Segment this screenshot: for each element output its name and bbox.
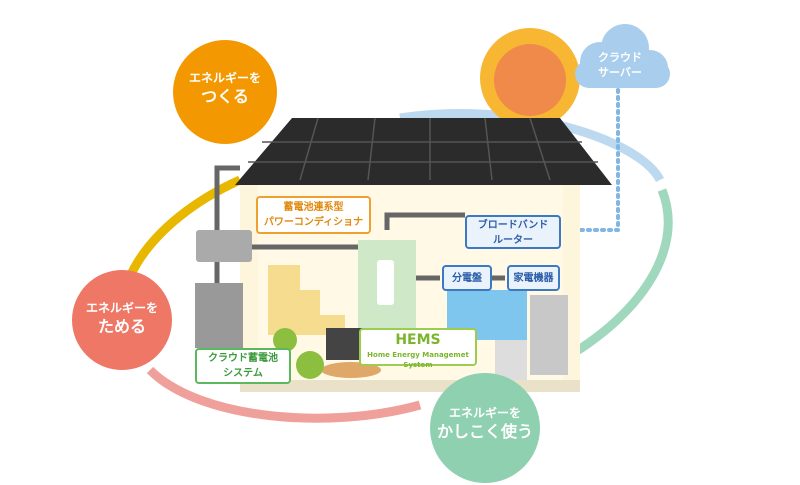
power-conditioner-label: 蓄電池連系型 パワーコンディショナ [256, 196, 371, 234]
stairs [268, 265, 345, 335]
orbit-blue [399, 109, 665, 183]
solar-panel-grid [248, 117, 598, 181]
use-energy-circle [430, 373, 540, 483]
hems-label: HEMS Home Energy Managemet System [359, 328, 477, 369]
cloud-battery-label: クラウド蓄電池 システム [195, 348, 291, 384]
plant [296, 351, 324, 379]
converter-unit [196, 230, 252, 262]
create-energy-circle [173, 40, 277, 144]
create-line1: エネルギーを [188, 71, 261, 85]
power-conditioner-line1: 蓄電池連系型 [283, 202, 344, 213]
store-line1: エネルギーを [85, 301, 158, 315]
create-energy-label: エネルギーを つくる [173, 70, 277, 108]
solar-roof [235, 118, 612, 185]
wiring [214, 165, 505, 285]
tv-stand [321, 362, 381, 378]
store-energy-label: エネルギーを ためる [70, 300, 174, 338]
cloud-server-label: クラウド サーバー [585, 50, 655, 81]
storage-battery [195, 283, 243, 348]
plant [273, 328, 297, 352]
router-line2: ルーター [493, 234, 533, 246]
stove [495, 340, 527, 380]
fridge [530, 295, 568, 375]
use-line2: かしこく使う [436, 422, 533, 442]
appliances-label: 家電機器 [507, 265, 560, 291]
network-dotted-line [563, 88, 620, 232]
cloud-battery-line1: クラウド蓄電池 [208, 353, 278, 364]
orbit-pink [146, 366, 422, 423]
router-line1: ブロードバンド [477, 220, 549, 231]
cloud-icon [575, 24, 670, 88]
cloud-server-line2: サーバー [598, 66, 642, 80]
cloud-server-line1: クラウド [598, 51, 642, 64]
hems-subtitle: Home Energy Managemet System [367, 351, 469, 370]
use-line1: エネルギーを [448, 406, 521, 420]
cloud-battery-line2: システム [223, 367, 263, 379]
store-energy-circle [72, 270, 172, 370]
house-floor [240, 380, 580, 392]
distribution-board-label: 分電盤 [442, 265, 492, 291]
use-energy-label: エネルギーを かしこく使う [425, 405, 545, 443]
power-conditioner-line2: パワーコンディショナ [263, 216, 364, 228]
hems-title: HEMS [395, 332, 441, 348]
hems-controller [377, 260, 394, 305]
store-line2: ためる [97, 317, 146, 337]
sun-icon [480, 28, 580, 128]
router-label: ブロードバンド ルーター [465, 215, 561, 249]
create-line2: つくる [201, 87, 249, 107]
